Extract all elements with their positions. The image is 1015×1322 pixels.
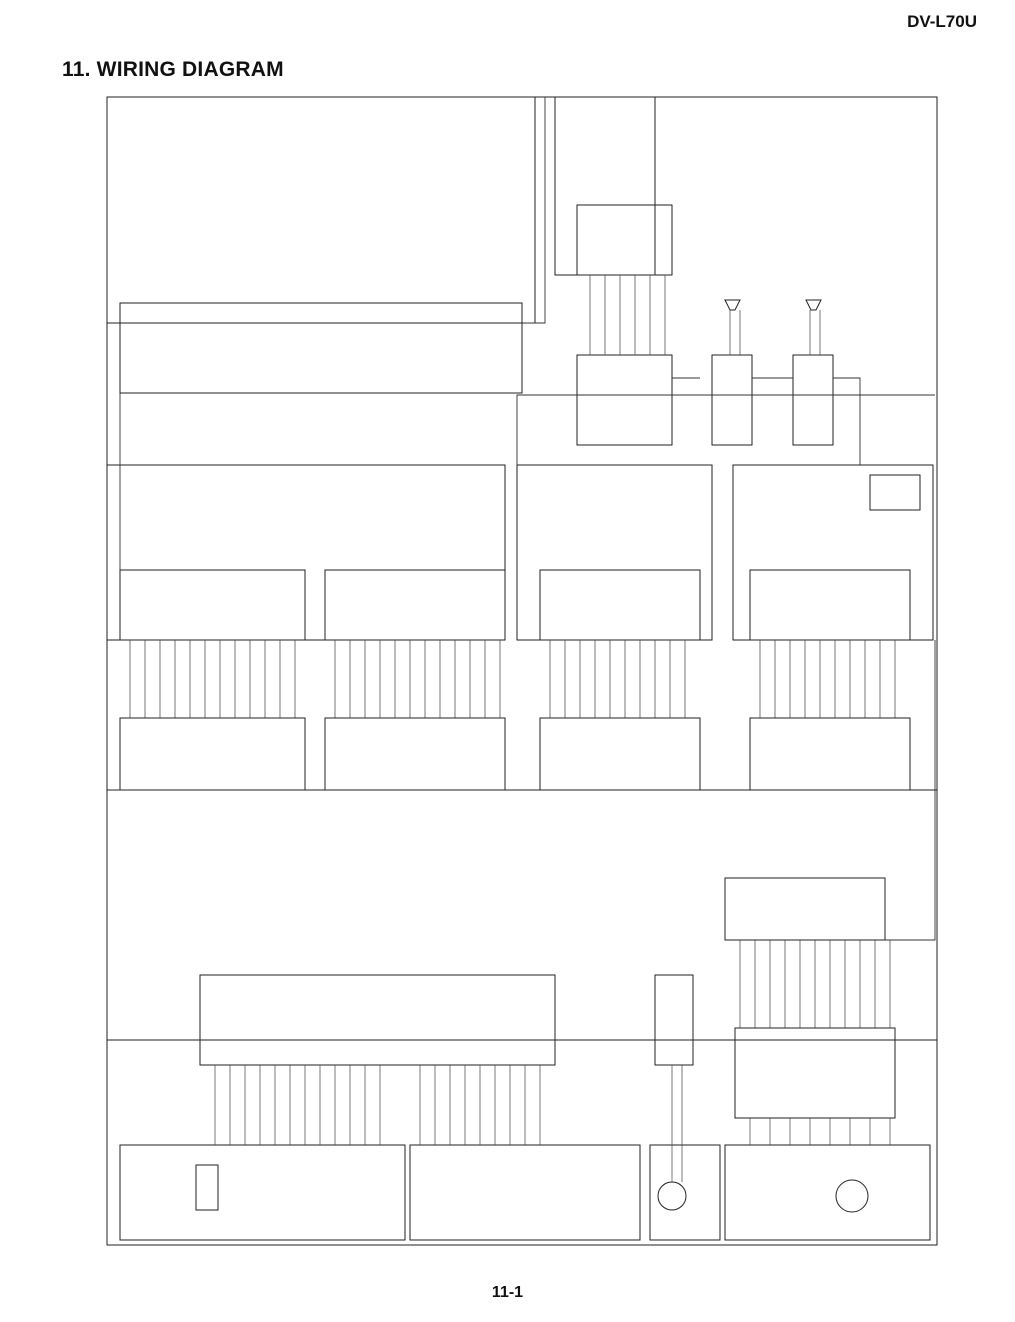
connector-cn1801 [119, 717, 306, 791]
lcd-panel-block [106, 96, 536, 324]
connector-cn301 [199, 974, 556, 1066]
connector-cn1104 [119, 302, 523, 394]
bus-lines [119, 97, 936, 941]
connector-cn1101 [324, 569, 506, 641]
speaker-r-symbol [724, 299, 741, 311]
power-unit-block [732, 464, 934, 641]
slide-motor-block [649, 1144, 721, 1241]
connector-cn1-inverter [576, 204, 673, 276]
spindle-motor-symbol [835, 1179, 869, 1213]
connector-cn1802 [324, 717, 506, 791]
inverter-unit-block [554, 96, 656, 276]
connector-cn702-spindle [724, 877, 886, 941]
section-title: 11. WIRING DIAGRAM [62, 58, 284, 81]
spindle-motor-block [724, 1144, 931, 1241]
power-input-table [869, 474, 921, 511]
connector-cn1105 [576, 354, 673, 446]
osc-block [195, 1164, 219, 1211]
flat-cable-group [129, 275, 896, 1028]
connector-cn702 [654, 974, 694, 1066]
diagram-frame [106, 96, 938, 1246]
hologram-laser-unit-dvd-block [119, 1144, 406, 1241]
connector-cn802 [749, 569, 911, 641]
connector-cn5001 [539, 569, 701, 641]
connector-cn1103 [792, 354, 834, 446]
hologram-laser-unit-cd-block [409, 1144, 641, 1241]
pickup-wiring [214, 1065, 891, 1182]
lcd-control-unit-block [106, 464, 506, 641]
switch-unit-block [516, 464, 713, 641]
connector-cn5000 [539, 717, 701, 791]
connector-cn701 [734, 1027, 896, 1119]
connector-cn1100 [119, 569, 306, 641]
model-number: DV-L70U [907, 12, 977, 31]
speaker-l-symbol [805, 299, 822, 311]
main-unit-block [106, 789, 938, 1041]
slide-motor-symbol [657, 1181, 687, 1211]
connector-cn1102 [711, 354, 753, 446]
connector-cn802-main [749, 717, 911, 791]
page-number: 11-1 [491, 1284, 524, 1301]
